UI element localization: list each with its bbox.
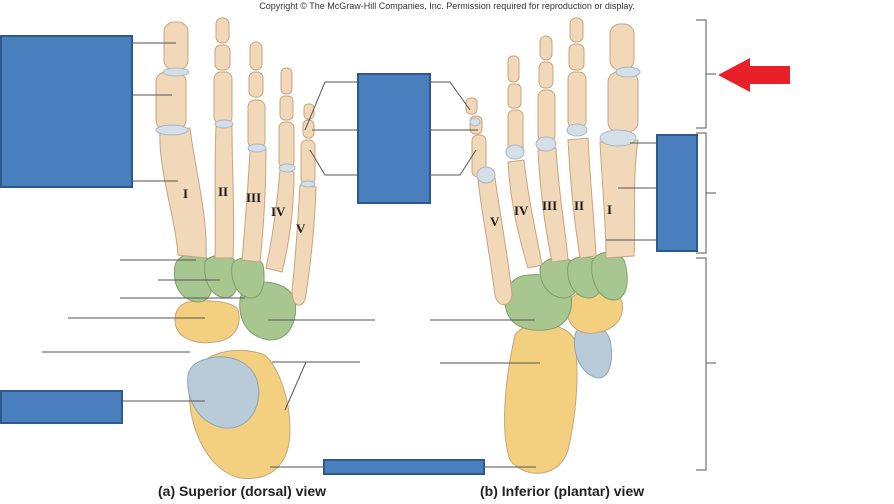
copyright-notice: Copyright © The McGraw-Hill Companies, I… xyxy=(259,1,635,11)
plantar-toe5-distal xyxy=(465,97,478,115)
plantar-metatarsal-3 xyxy=(537,147,569,263)
dorsal-toe4-distal xyxy=(280,67,293,95)
label-box-calcaneus[interactable] xyxy=(323,459,485,475)
plantar-numeral-3: III xyxy=(542,198,557,213)
dorsal-toe3-distal xyxy=(249,41,263,71)
red-arrow-icon xyxy=(718,58,790,92)
dorsal-metatarsal-3 xyxy=(241,149,267,263)
dorsal-numeral-5: V xyxy=(296,221,306,236)
dorsal-toe3-middle xyxy=(248,71,264,98)
plantar-toe4-middle xyxy=(507,83,522,109)
plantar-numeral-2: II xyxy=(574,198,584,213)
dorsal-toe2-distal xyxy=(215,17,230,44)
dorsal-toe4-proximal xyxy=(278,121,295,169)
plantar-toe2-middle xyxy=(568,43,585,71)
plantar-numeral-4: IV xyxy=(514,203,529,218)
plantar-numeral-1: I xyxy=(607,202,612,217)
plantar-toe1-distal xyxy=(609,23,635,71)
dorsal-toe1-proximal xyxy=(155,71,187,131)
label-box-toe-phalanges-center[interactable] xyxy=(357,73,431,204)
plantar-metatarsal-4 xyxy=(507,159,543,269)
dorsal-metatarsal-1 xyxy=(159,127,207,259)
dorsal-toe5-middle xyxy=(302,119,315,139)
plantar-numeral-5: V xyxy=(490,214,500,229)
leader-lines xyxy=(42,19,716,471)
plantar-toe2-distal xyxy=(569,17,584,43)
caption-inferior-view: (b) Inferior (plantar) view xyxy=(480,483,645,499)
dorsal-numeral-2: II xyxy=(218,184,228,199)
dorsal-talus xyxy=(187,356,260,429)
dorsal-numeral-1: I xyxy=(183,186,188,201)
plantar-toe3-proximal xyxy=(537,89,556,143)
dorsal-navicular xyxy=(174,300,240,344)
plantar-toe4-distal xyxy=(507,55,520,83)
plantar-toe3-middle xyxy=(538,61,554,89)
plantar-navicular xyxy=(566,290,624,334)
dorsal-metatarsal-2 xyxy=(214,125,235,259)
plantar-metatarsal-2 xyxy=(567,137,597,259)
dorsal-toe2-proximal xyxy=(213,71,233,125)
dorsal-lateral-cuneiform xyxy=(231,256,265,299)
dorsal-metatarsal-numerals: I II III IV V xyxy=(183,184,306,236)
dorsal-toe3-proximal xyxy=(247,99,266,149)
dorsal-toe2-middle xyxy=(214,44,231,71)
dorsal-metatarsal-4 xyxy=(265,169,295,273)
plantar-toe3-distal xyxy=(539,35,553,61)
plantar-calcaneus xyxy=(504,323,578,474)
dorsal-toe5-proximal xyxy=(300,139,316,185)
plantar-foot xyxy=(465,17,641,474)
dorsal-numeral-3: III xyxy=(246,190,261,205)
dorsal-foot xyxy=(155,17,317,479)
label-box-phalanges[interactable] xyxy=(0,35,133,188)
plantar-toe1-proximal xyxy=(607,71,639,133)
dorsal-toe1-distal xyxy=(163,21,189,71)
plantar-metatarsal-5 xyxy=(477,177,513,306)
dorsal-numeral-4: IV xyxy=(271,204,286,219)
dorsal-toe4-middle xyxy=(279,95,294,121)
plantar-toe2-proximal xyxy=(567,71,587,129)
caption-superior-view: (a) Superior (dorsal) view xyxy=(158,483,327,499)
label-box-metatarsals[interactable] xyxy=(656,134,698,252)
label-box-talus[interactable] xyxy=(0,390,123,424)
plantar-metatarsal-numerals: V IV III II I xyxy=(490,198,612,229)
plantar-metatarsal-1 xyxy=(599,139,639,259)
dorsal-metatarsal-5 xyxy=(291,184,317,306)
